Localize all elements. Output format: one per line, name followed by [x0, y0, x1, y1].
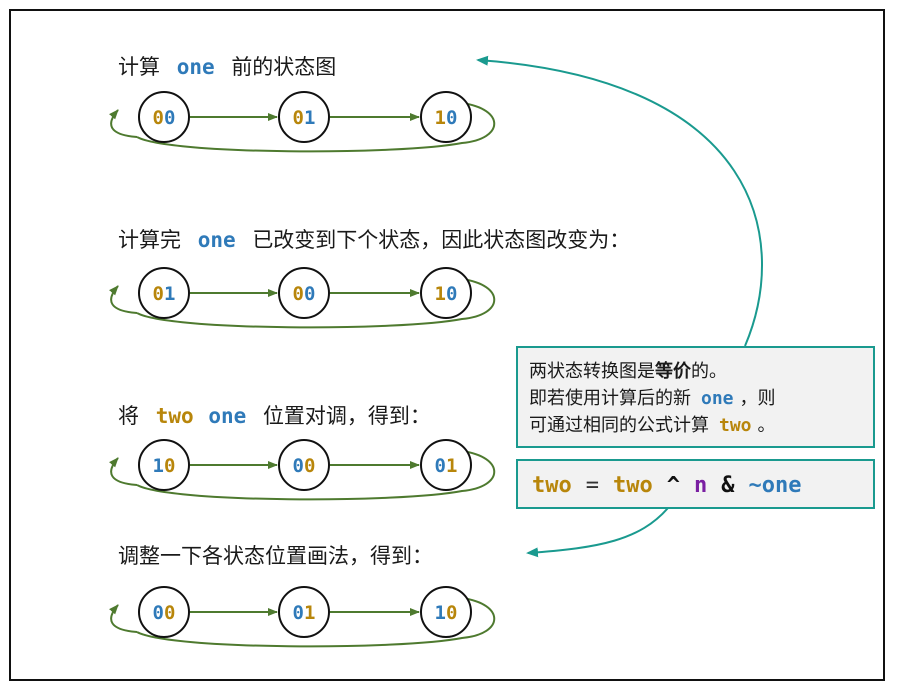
state-node — [278, 439, 330, 491]
state-label: 10 — [435, 602, 458, 624]
state-label: 00 — [293, 455, 316, 477]
state-label: 10 — [153, 455, 176, 477]
state-node — [420, 586, 472, 638]
formula-box: two=two^n&~one — [516, 459, 875, 509]
state-node — [278, 267, 330, 319]
state-label: 01 — [435, 455, 458, 477]
section-4-title: 调整一下各状态位置画法，得到： — [118, 544, 433, 568]
section-1: 计算 one 前的状态图 00 01 10 — [109, 55, 495, 153]
state-node — [420, 91, 472, 143]
state-node — [138, 267, 190, 319]
state-node — [138, 439, 190, 491]
state-label: 00 — [293, 283, 316, 305]
state-node — [138, 586, 190, 638]
state-label: 00 — [153, 107, 176, 129]
state-label: 01 — [153, 283, 176, 305]
state-label: 01 — [293, 602, 316, 624]
section-4: 调整一下各状态位置画法，得到： 00 01 10 — [109, 544, 495, 648]
state-row: 01 00 10 — [109, 267, 495, 329]
state-row: 10 00 01 — [109, 439, 495, 501]
state-node — [278, 91, 330, 143]
note-line-1: 两状态转换图是等价的。 — [529, 360, 727, 382]
state-label: 00 — [153, 602, 176, 624]
section-2-title: 计算完 one 已改变到下个状态，因此状态图改变为： — [118, 228, 630, 252]
state-label: 10 — [435, 107, 458, 129]
state-row: 00 01 10 — [109, 586, 495, 648]
section-3-title: 将 two one 位置对调，得到： — [118, 404, 431, 428]
state-node — [278, 586, 330, 638]
section-2: 计算完 one 已改变到下个状态，因此状态图改变为： 01 00 10 — [109, 228, 630, 329]
diagram-frame — [9, 9, 885, 681]
state-node — [420, 267, 472, 319]
section-1-title: 计算 one 前的状态图 — [118, 55, 336, 79]
state-row: 00 01 10 — [109, 91, 495, 153]
state-node — [138, 91, 190, 143]
state-label: 01 — [293, 107, 316, 129]
teal-arrow-to-top — [476, 55, 763, 347]
teal-arrow-to-bottom — [526, 507, 669, 558]
section-3: 将 two one 位置对调，得到： 10 00 01 — [109, 404, 495, 501]
state-node — [420, 439, 472, 491]
formula: two=two^n&~one — [532, 473, 801, 498]
state-label: 10 — [435, 283, 458, 305]
